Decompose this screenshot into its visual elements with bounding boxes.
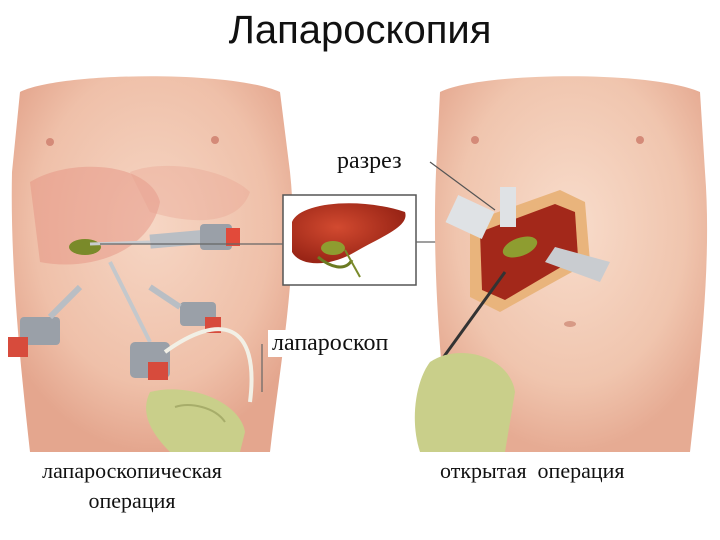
slide-title: Лапароскопия (228, 8, 492, 52)
illustration (8, 76, 708, 452)
left-nipple (46, 138, 54, 146)
laparoscope-label: лапароскоп (268, 330, 393, 357)
caption-open: открытая операция (440, 458, 625, 483)
right-nipple (211, 136, 219, 144)
caption-left-line1: лапароскопическая (42, 458, 222, 483)
gallbladder-icon (321, 241, 345, 255)
glove-hand-right (414, 353, 515, 452)
gallbladder-left (69, 239, 101, 255)
gallbladder-right (502, 236, 538, 258)
trocar-left (8, 284, 83, 357)
left-torso (8, 76, 293, 452)
incision-pointer (429, 161, 496, 211)
liver-inset (282, 194, 417, 286)
liver-projection (30, 166, 160, 265)
glove-hand-left (146, 389, 245, 452)
caption-laparoscopic: лапароскопическая операция (2, 456, 262, 516)
laparoscope-instrument (108, 261, 254, 403)
right-torso (414, 76, 708, 452)
incision-label: разрез (333, 148, 406, 175)
scalpel (438, 271, 507, 363)
navel (564, 321, 576, 327)
caption-left-line2: операция (88, 488, 176, 513)
retractor-right (545, 247, 610, 282)
liver-icon (292, 203, 406, 264)
retractor-top (445, 194, 495, 240)
